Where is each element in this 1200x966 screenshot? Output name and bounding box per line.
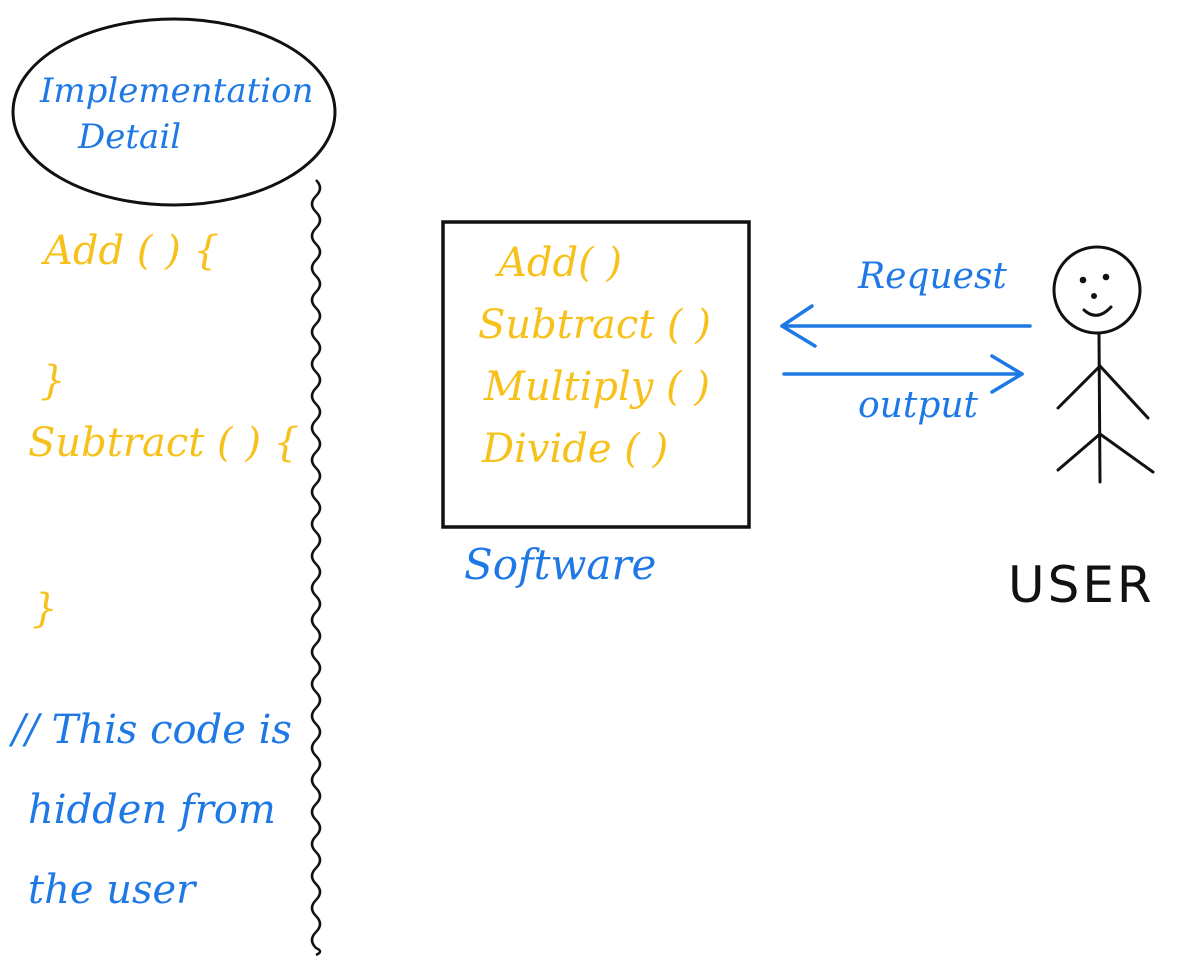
software-label: Software bbox=[464, 540, 657, 589]
output-label: output bbox=[858, 385, 979, 426]
code-add-line: Add ( ) { bbox=[44, 228, 219, 274]
software-methods-list: Add( ) Subtract ( ) Multiply ( ) Divide … bbox=[478, 232, 711, 480]
implementation-ellipse bbox=[11, 17, 337, 207]
comment-line-3: the user bbox=[28, 867, 196, 913]
software-box bbox=[441, 220, 751, 529]
hidden-code-comment: // This code is hidden from the user bbox=[12, 690, 292, 930]
wavy-divider-line bbox=[310, 179, 322, 957]
comment-line-2: hidden from bbox=[28, 787, 276, 833]
output-arrow bbox=[782, 354, 1024, 394]
method-multiply: Multiply ( ) bbox=[484, 364, 711, 410]
title-line-1: Implementation bbox=[40, 71, 314, 111]
request-label: Request bbox=[858, 256, 1007, 297]
implementation-detail-title: Implementation Detail bbox=[40, 68, 314, 160]
code-close-brace-2: } bbox=[32, 586, 58, 632]
user-label: USER bbox=[1008, 556, 1155, 614]
stick-figure-icon bbox=[1052, 245, 1155, 484]
method-subtract: Subtract ( ) bbox=[478, 302, 711, 348]
request-arrow bbox=[780, 304, 1032, 348]
title-line-2: Detail bbox=[78, 117, 182, 157]
method-divide: Divide ( ) bbox=[482, 426, 669, 472]
code-close-brace-1: } bbox=[40, 358, 66, 404]
code-subtract-line: Subtract ( ) { bbox=[28, 420, 300, 466]
method-add: Add( ) bbox=[498, 240, 623, 286]
comment-line-1: // This code is bbox=[12, 707, 292, 753]
